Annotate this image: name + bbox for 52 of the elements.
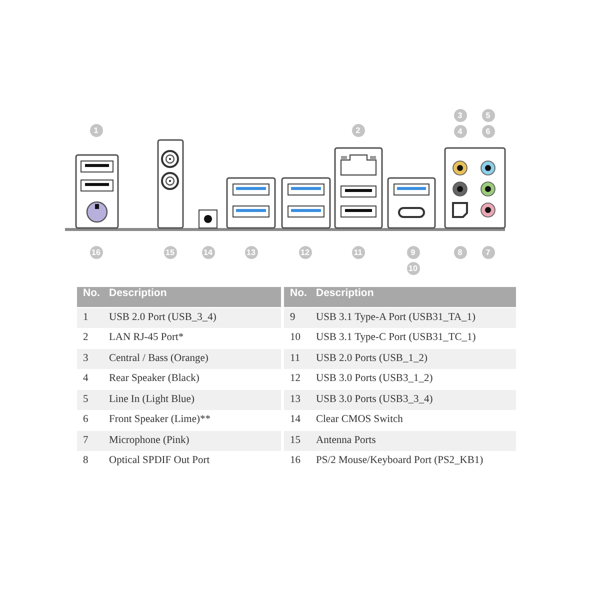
callout-number: 8 — [454, 246, 466, 258]
table-header-cell: No. — [284, 287, 310, 307]
table-cell-text: 4 — [82, 372, 90, 386]
table-cell: 13 — [284, 390, 310, 410]
table-cell: 15 — [284, 430, 310, 450]
table-cell-text: 2 — [82, 331, 90, 345]
table-cell-text: 8 — [82, 454, 90, 468]
callout-number: 5 — [482, 108, 494, 122]
callout-number: 9 — [406, 246, 420, 258]
table-header-cell: No. — [77, 287, 103, 307]
callout-number: 7 — [482, 246, 494, 258]
callout-number: 14 — [202, 246, 214, 258]
table-cell-text: 10 — [289, 331, 302, 345]
callout-number: 6 — [482, 124, 494, 138]
table-cell-text: Clear CMOS Switch — [315, 413, 404, 427]
table-cell: Line In (Light Blue) — [103, 390, 281, 410]
table-cell-text: 6 — [82, 413, 90, 427]
table-cell-text: Optical SPDIF Out Port — [108, 454, 211, 468]
table-cell: 11 — [284, 348, 310, 368]
table-cell: Microphone (Pink) — [103, 430, 281, 450]
table-cell: USB 3.1 Type-A Port (USB31_TA_1) — [310, 308, 516, 328]
callout-number: 2 — [352, 124, 364, 136]
callout-number: 16 — [90, 246, 102, 258]
callout-number: 11 — [352, 246, 364, 258]
callout-number: 12 — [298, 246, 312, 258]
table-cell: 5 — [77, 390, 103, 410]
table-cell-text: USB 3.0 Ports (USB3_1_2) — [315, 372, 434, 386]
table-cell: 3 — [77, 348, 103, 368]
table-cell-text: 16 — [289, 454, 302, 468]
table-cell: USB 2.0 Ports (USB_1_2) — [310, 348, 516, 368]
table-cell-text: Rear Speaker (Black) — [108, 372, 200, 386]
table-cell-text: Front Speaker (Lime)** — [108, 413, 212, 427]
callout-number: 4 — [454, 124, 466, 138]
table-cell-text: PS/2 Mouse/Keyboard Port (PS2_KB1) — [315, 454, 484, 468]
table-cell-text: USB 3.1 Type-C Port (USB31_TC_1) — [315, 331, 477, 345]
table-cell: 9 — [284, 308, 310, 328]
table-cell: 1 — [77, 308, 103, 328]
table-cell: USB 3.0 Ports (USB3_3_4) — [310, 390, 516, 410]
callout-number: 15 — [164, 246, 176, 258]
callout-number: 3 — [454, 108, 466, 122]
callout-number: 13 — [244, 246, 258, 258]
table-cell-text: 14 — [289, 413, 302, 427]
table-cell-text: 12 — [289, 372, 302, 386]
table-cell-text: LAN RJ-45 Port* — [108, 331, 185, 345]
table-header-cell: Description — [310, 287, 516, 307]
table-header-cell: Description — [103, 287, 281, 307]
table-cell: 7 — [77, 430, 103, 450]
table-cell: Central / Bass (Orange) — [103, 348, 281, 368]
table-cell: Antenna Ports — [310, 430, 516, 450]
callout-number: 10 — [406, 262, 420, 274]
callout-number: 1 — [90, 124, 102, 136]
table-cell: USB 2.0 Port (USB_3_4) — [103, 308, 281, 328]
